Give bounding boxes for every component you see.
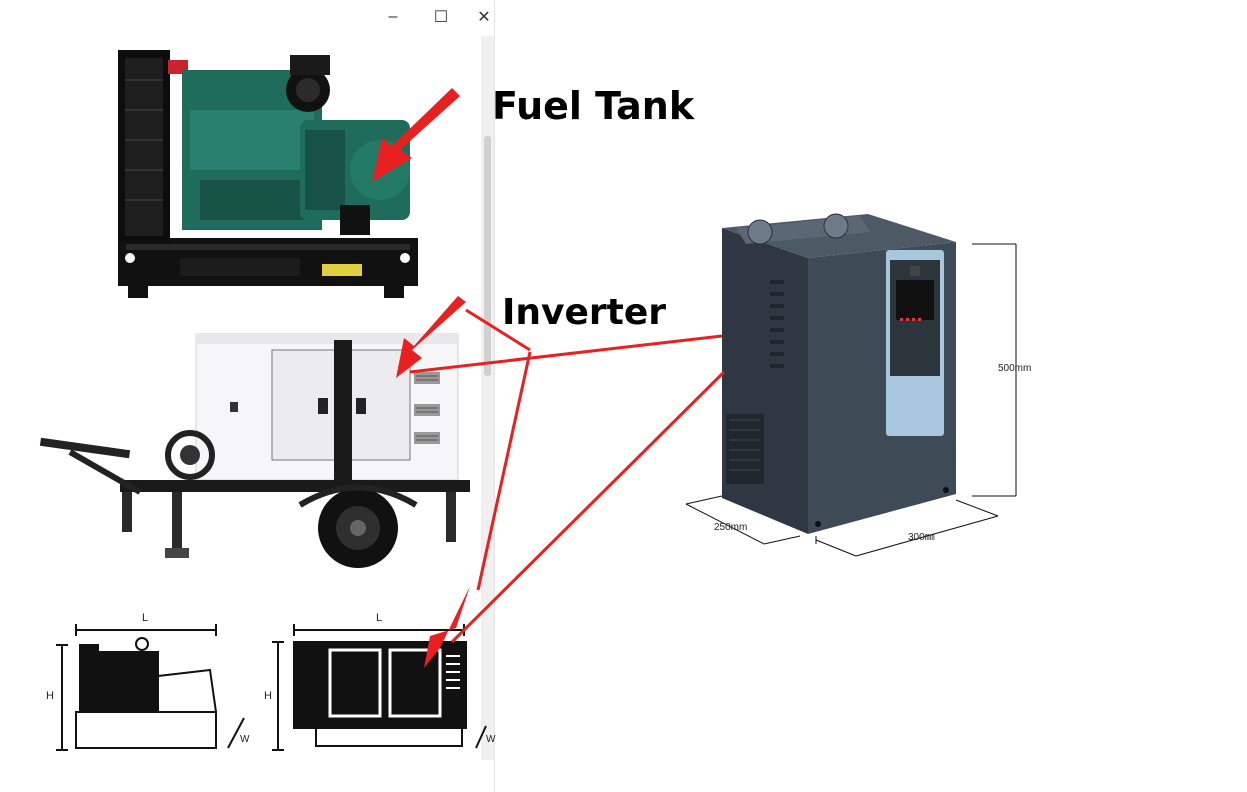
dim-width-label-2: W <box>486 734 496 745</box>
dim-length-label-2: L <box>376 612 383 624</box>
fuel-tank-label: Fuel Tank <box>492 84 695 128</box>
dim-length-label-1: L <box>142 612 149 624</box>
inverter-label: Inverter <box>502 292 667 333</box>
close-icon: ✕ <box>477 9 491 26</box>
inverter-width-dimension: 300㎜ <box>908 532 935 543</box>
dim-height-label-2: H <box>264 690 272 702</box>
close-button[interactable]: ✕ <box>474 4 494 30</box>
dim-height-label-1: H <box>46 690 54 702</box>
vertical-scrollbar[interactable] <box>481 36 494 760</box>
inverter-height-dimension: 500mm <box>998 363 1032 374</box>
annotation-connector-lines <box>409 308 726 644</box>
line-drawing-arrow <box>424 586 470 668</box>
inverter-product-image <box>685 213 1017 557</box>
open-frame-generator-image <box>118 50 460 298</box>
maximize-icon: ☐ <box>433 9 449 26</box>
dim-width-label-1: W <box>240 734 250 745</box>
minimize-button[interactable]: – <box>378 4 408 30</box>
open-frame-line-drawing <box>56 624 245 751</box>
trailer-generator-image <box>39 296 470 568</box>
scrollbar-thumb[interactable] <box>484 136 491 376</box>
silent-canopy-line-drawing <box>272 624 487 751</box>
maximize-button[interactable]: ☐ <box>426 4 456 30</box>
inverter-depth-dimension: 250mm <box>714 522 748 533</box>
title-bar: – ☐ ✕ <box>0 0 494 34</box>
minimize-icon: – <box>388 8 398 25</box>
